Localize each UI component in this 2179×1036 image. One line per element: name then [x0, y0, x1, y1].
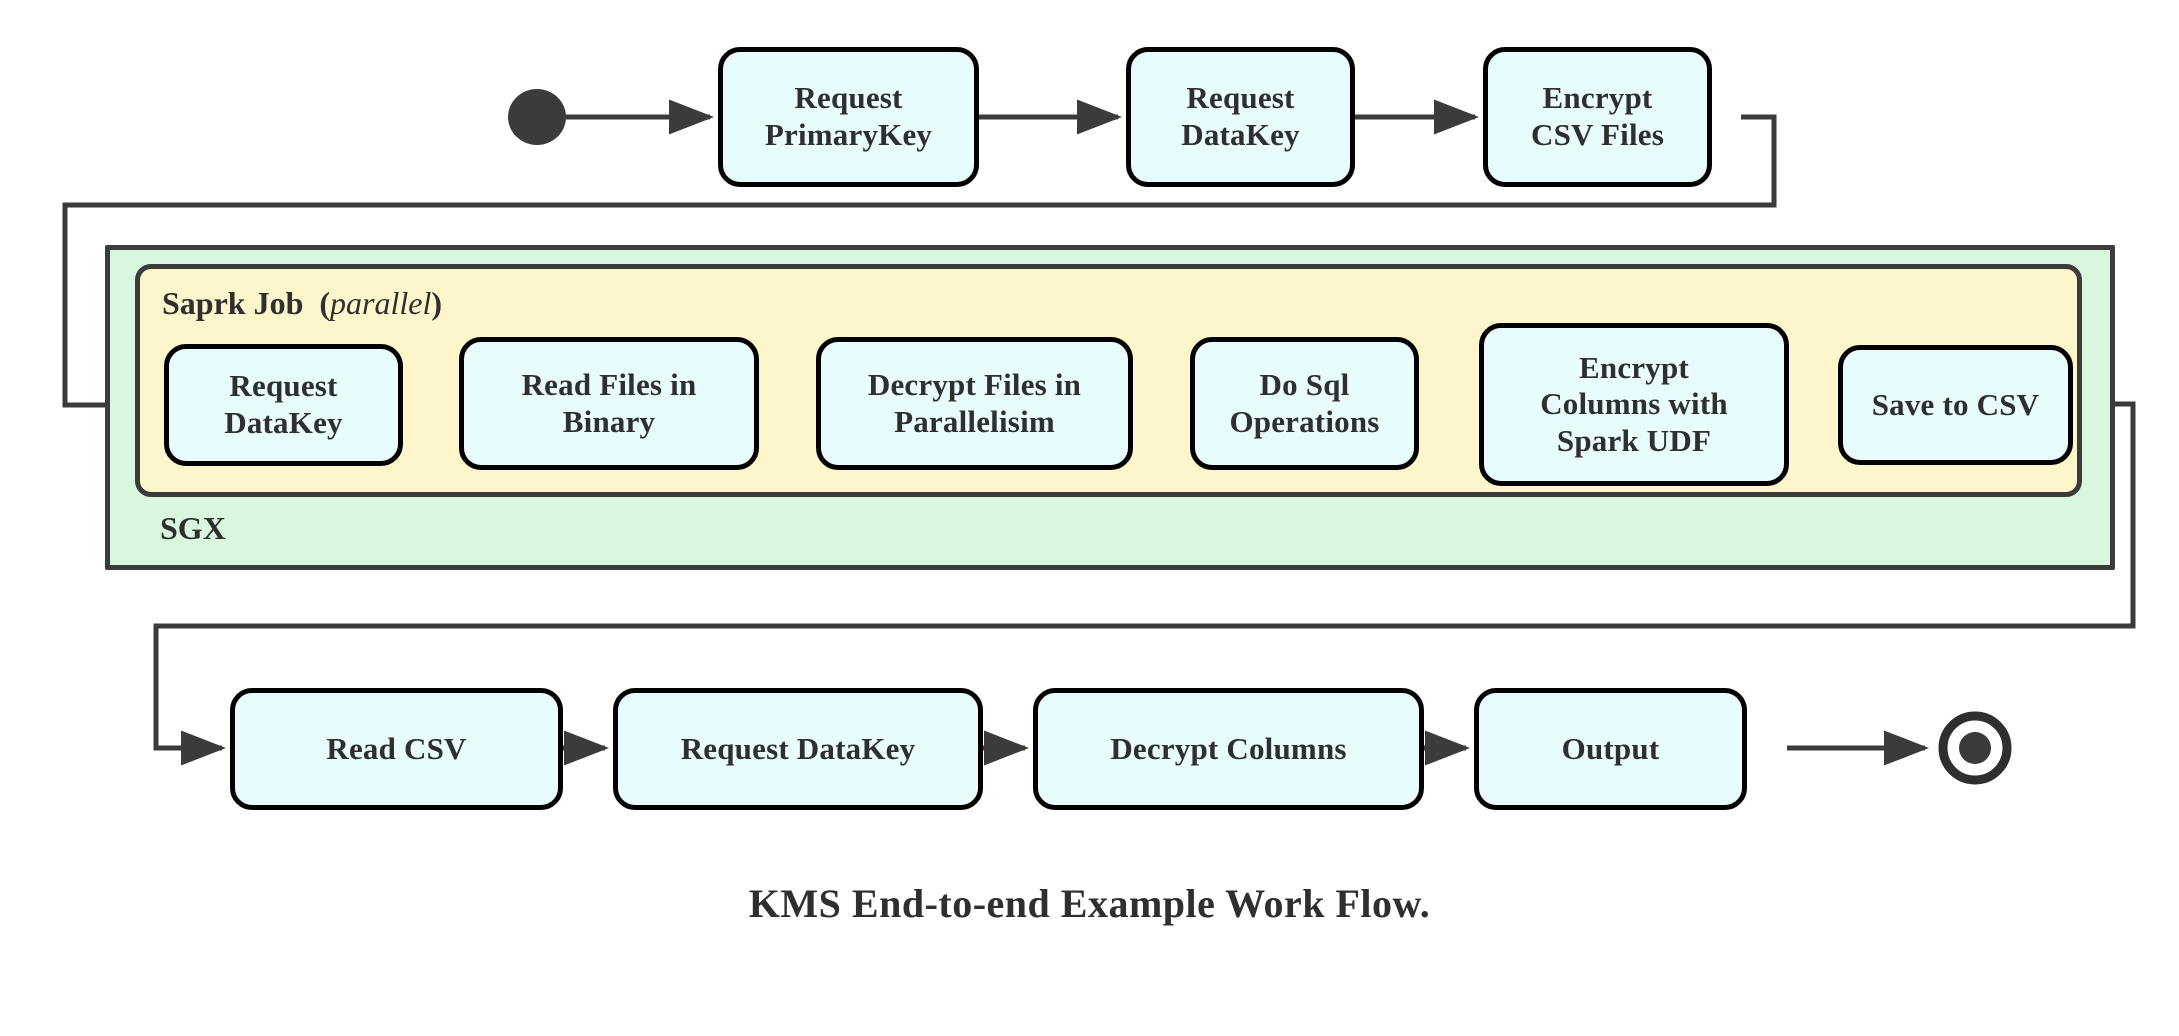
- node-request-datakey-bottom[interactable]: Request DataKey: [613, 688, 983, 810]
- end-node: [1938, 711, 2012, 785]
- node-save-to-csv[interactable]: Save to CSV: [1838, 345, 2073, 465]
- node-label: Request DataKey: [680, 730, 916, 766]
- spark-job-label-bold: Saprk Job: [162, 285, 304, 321]
- node-label: Output: [1561, 730, 1660, 766]
- sgx-container-label: SGX: [160, 510, 226, 546]
- node-label: Decrypt Columns: [1110, 730, 1347, 766]
- start-node: [508, 89, 566, 145]
- spark-job-container-label: Saprk Job (parallel): [162, 285, 442, 322]
- node-label: Read CSV: [326, 730, 467, 766]
- edge-save-to-csv-to-read-csv: [153, 401, 2136, 766]
- spark-job-label-paren-open: (: [303, 285, 331, 321]
- node-label: Save to CSV: [1871, 386, 2040, 422]
- diagram-caption: KMS End-to-end Example Work Flow.: [748, 881, 1431, 926]
- node-output[interactable]: Output: [1474, 688, 1747, 810]
- node-decrypt-columns[interactable]: Decrypt Columns: [1033, 688, 1424, 810]
- spark-job-label-italic: parallel: [330, 285, 432, 321]
- node-read-csv[interactable]: Read CSV: [230, 688, 563, 810]
- edge-encrypt-csv-to-spark-request-datakey: [62, 114, 1777, 423]
- spark-job-label-paren-close: ): [431, 285, 443, 321]
